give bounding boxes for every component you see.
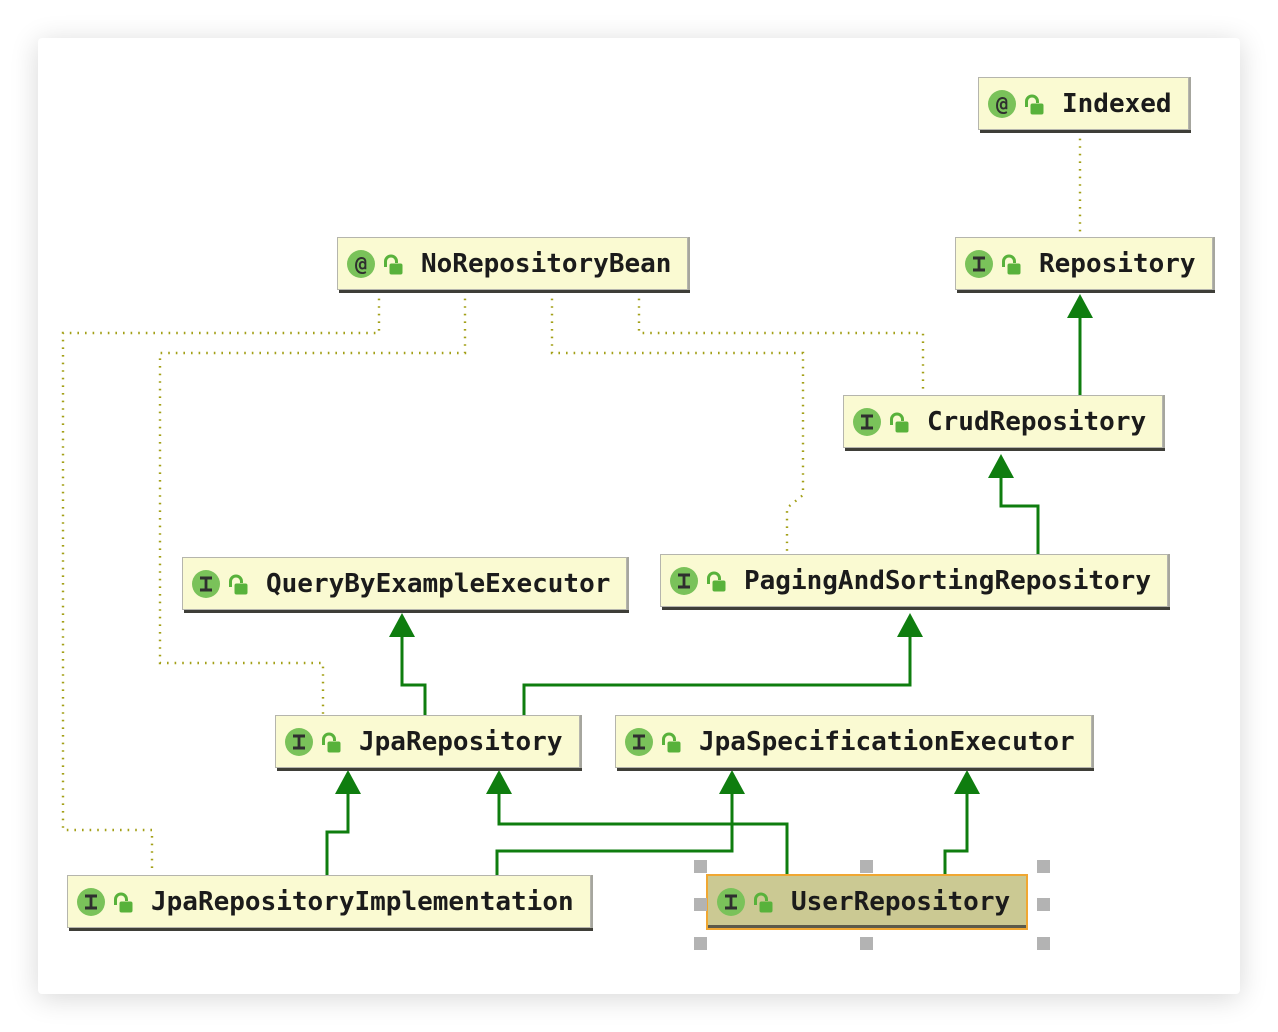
edge-extends-jparepositoryimplementation-to-jpaspecificationexecutor[interactable]: [495, 770, 745, 876]
node-label: NoRepositoryBean: [421, 248, 672, 279]
diagram-node-pagingandsortingrepository[interactable]: PagingAndSortingRepository: [660, 554, 1168, 607]
selection-handle[interactable]: [1037, 937, 1050, 950]
node-label: PagingAndSortingRepository: [744, 565, 1151, 596]
edge-extends-jparepository-to-querybyexampleexecutor[interactable]: [389, 613, 427, 716]
interface-icon: [669, 566, 699, 596]
node-label: CrudRepository: [927, 406, 1147, 437]
selection-handle[interactable]: [1037, 860, 1050, 873]
node-label: QueryByExampleExecutor: [266, 568, 611, 599]
unlock-icon: [1000, 251, 1023, 277]
selection-handle[interactable]: [1037, 898, 1050, 911]
interface-icon: [76, 887, 106, 917]
diagram-canvas[interactable]: [38, 38, 1240, 994]
unlock-icon: [705, 568, 728, 594]
unlock-icon: [888, 409, 911, 435]
edge-extends-crudrepository-to-repository[interactable]: [1067, 294, 1093, 396]
interface-icon: [852, 407, 882, 437]
edge-annotation-norepositorybean-to-crudrepository[interactable]: [637, 291, 925, 394]
selection-handle[interactable]: [860, 860, 873, 873]
diagram-node-crudrepository[interactable]: CrudRepository: [843, 395, 1164, 448]
annotation-icon: @: [346, 249, 376, 279]
interface-icon: [716, 887, 746, 917]
unlock-icon: [112, 889, 135, 915]
node-label: UserRepository: [791, 887, 1011, 917]
selection-handle[interactable]: [694, 898, 707, 911]
arrowhead-icon: [988, 454, 1014, 478]
selection-handle[interactable]: [694, 937, 707, 950]
node-label: JpaRepositoryImplementation: [151, 886, 574, 917]
arrowhead-icon: [954, 770, 980, 794]
node-label: Repository: [1039, 248, 1196, 279]
arrowhead-icon: [897, 613, 923, 637]
unlock-icon: [1023, 91, 1046, 117]
node-label: JpaSpecificationExecutor: [699, 726, 1075, 757]
diagram-node-indexed[interactable]: @ Indexed: [978, 77, 1189, 130]
diagram-node-norepositorybean[interactable]: @ NoRepositoryBean: [337, 237, 689, 290]
arrowhead-icon: [389, 613, 415, 637]
diagram-node-querybyexampleexecutor[interactable]: QueryByExampleExecutor: [182, 557, 628, 610]
arrowhead-icon: [719, 770, 745, 794]
svg-text:@: @: [996, 92, 1008, 116]
edge-extends-pagingandsortingrepository-to-crudrepository[interactable]: [988, 454, 1040, 556]
edge-annotation-norepositorybean-to-jparepositoryimplementation[interactable]: [61, 291, 381, 874]
arrowhead-icon: [486, 770, 512, 794]
diagram-node-userrepository[interactable]: UserRepository: [706, 874, 1029, 930]
unlock-icon: [227, 571, 250, 597]
edge-annotation-norepositorybean-to-jparepository[interactable]: [158, 291, 467, 714]
unlock-icon: [320, 729, 343, 755]
interface-icon: [191, 569, 221, 599]
node-label: Indexed: [1062, 88, 1172, 119]
diagram-node-repository[interactable]: Repository: [955, 237, 1213, 290]
node-label: JpaRepository: [359, 726, 563, 757]
arrowhead-icon: [335, 770, 361, 794]
diagram-node-jparepository[interactable]: JpaRepository: [275, 715, 580, 768]
unlock-icon: [382, 251, 405, 277]
edge-extends-jparepository-to-pagingandsortingrepository[interactable]: [522, 613, 923, 716]
interface-icon: [284, 727, 314, 757]
edge-extends-userrepository-to-jparepository[interactable]: [486, 770, 789, 875]
selection-handle[interactable]: [860, 937, 873, 950]
diagram-node-jpaspecificationexecutor[interactable]: JpaSpecificationExecutor: [615, 715, 1092, 768]
edge-annotation-norepositorybean-to-pagingandsortingrepository[interactable]: [550, 291, 805, 554]
selection-handle[interactable]: [694, 860, 707, 873]
edge-extends-userrepository-to-jpaspecificationexecutor[interactable]: [943, 770, 980, 875]
svg-text:@: @: [355, 252, 367, 276]
interface-icon: [624, 727, 654, 757]
interface-icon: [964, 249, 994, 279]
diagram-node-jparepositoryimplementation[interactable]: JpaRepositoryImplementation: [67, 875, 591, 928]
annotation-icon: @: [987, 89, 1017, 119]
edge-extends-jparepositoryimplementation-to-jparepository[interactable]: [325, 770, 361, 876]
unlock-icon: [752, 889, 775, 915]
arrowhead-icon: [1067, 294, 1093, 318]
unlock-icon: [660, 729, 683, 755]
